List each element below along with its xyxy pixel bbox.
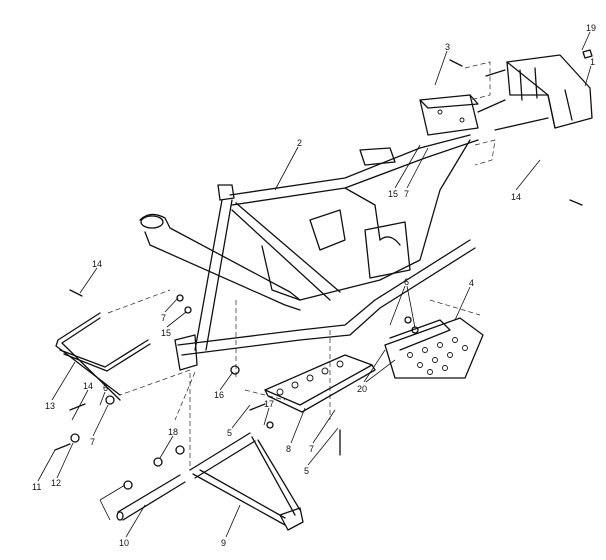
main-frame — [139, 94, 479, 371]
leader-lines — [37, 31, 592, 538]
callout-5: 5 — [304, 466, 309, 476]
callout-13: 13 — [45, 401, 55, 411]
callout-9: 9 — [221, 538, 226, 548]
callout-18: 18 — [168, 427, 178, 437]
callout-3: 3 — [445, 42, 450, 52]
callout-7: 7 — [90, 437, 95, 447]
callout-6: 6 — [103, 383, 108, 393]
left-footrest — [264, 354, 376, 413]
callout-20: 20 — [357, 384, 367, 394]
callout-6: 6 — [404, 277, 409, 287]
callout-4: 4 — [469, 278, 474, 288]
callout-14: 14 — [511, 192, 521, 202]
fasteners — [54, 59, 583, 456]
callout-16: 16 — [214, 390, 224, 400]
assembly-lines — [107, 61, 496, 470]
callout-19: 19 — [586, 23, 596, 33]
callout-5: 5 — [227, 428, 232, 438]
callout-11: 11 — [32, 482, 41, 492]
pivot-tube — [99, 445, 186, 521]
callout-12: 12 — [51, 478, 61, 488]
callout-15: 15 — [161, 328, 171, 338]
callout-8: 8 — [286, 444, 291, 454]
callout-14: 14 — [83, 381, 93, 391]
callout-14: 14 — [92, 259, 102, 269]
callout-7: 7 — [404, 189, 409, 199]
callout-1: 1 — [590, 57, 595, 67]
front-guard-bar — [55, 312, 151, 401]
right-footplate — [384, 317, 484, 379]
callout-17: 17 — [264, 399, 274, 409]
callout-2: 2 — [297, 138, 302, 148]
callout-labels: 19 1 3 2 15 7 14 14 7 15 4 6 20 13 14 6 … — [32, 23, 596, 548]
a-arm — [189, 432, 304, 531]
callout-15: 15 — [388, 189, 398, 199]
callout-7: 7 — [309, 444, 314, 454]
callout-7: 7 — [161, 313, 166, 323]
rear-rack — [477, 49, 593, 131]
callout-10: 10 — [119, 538, 129, 548]
